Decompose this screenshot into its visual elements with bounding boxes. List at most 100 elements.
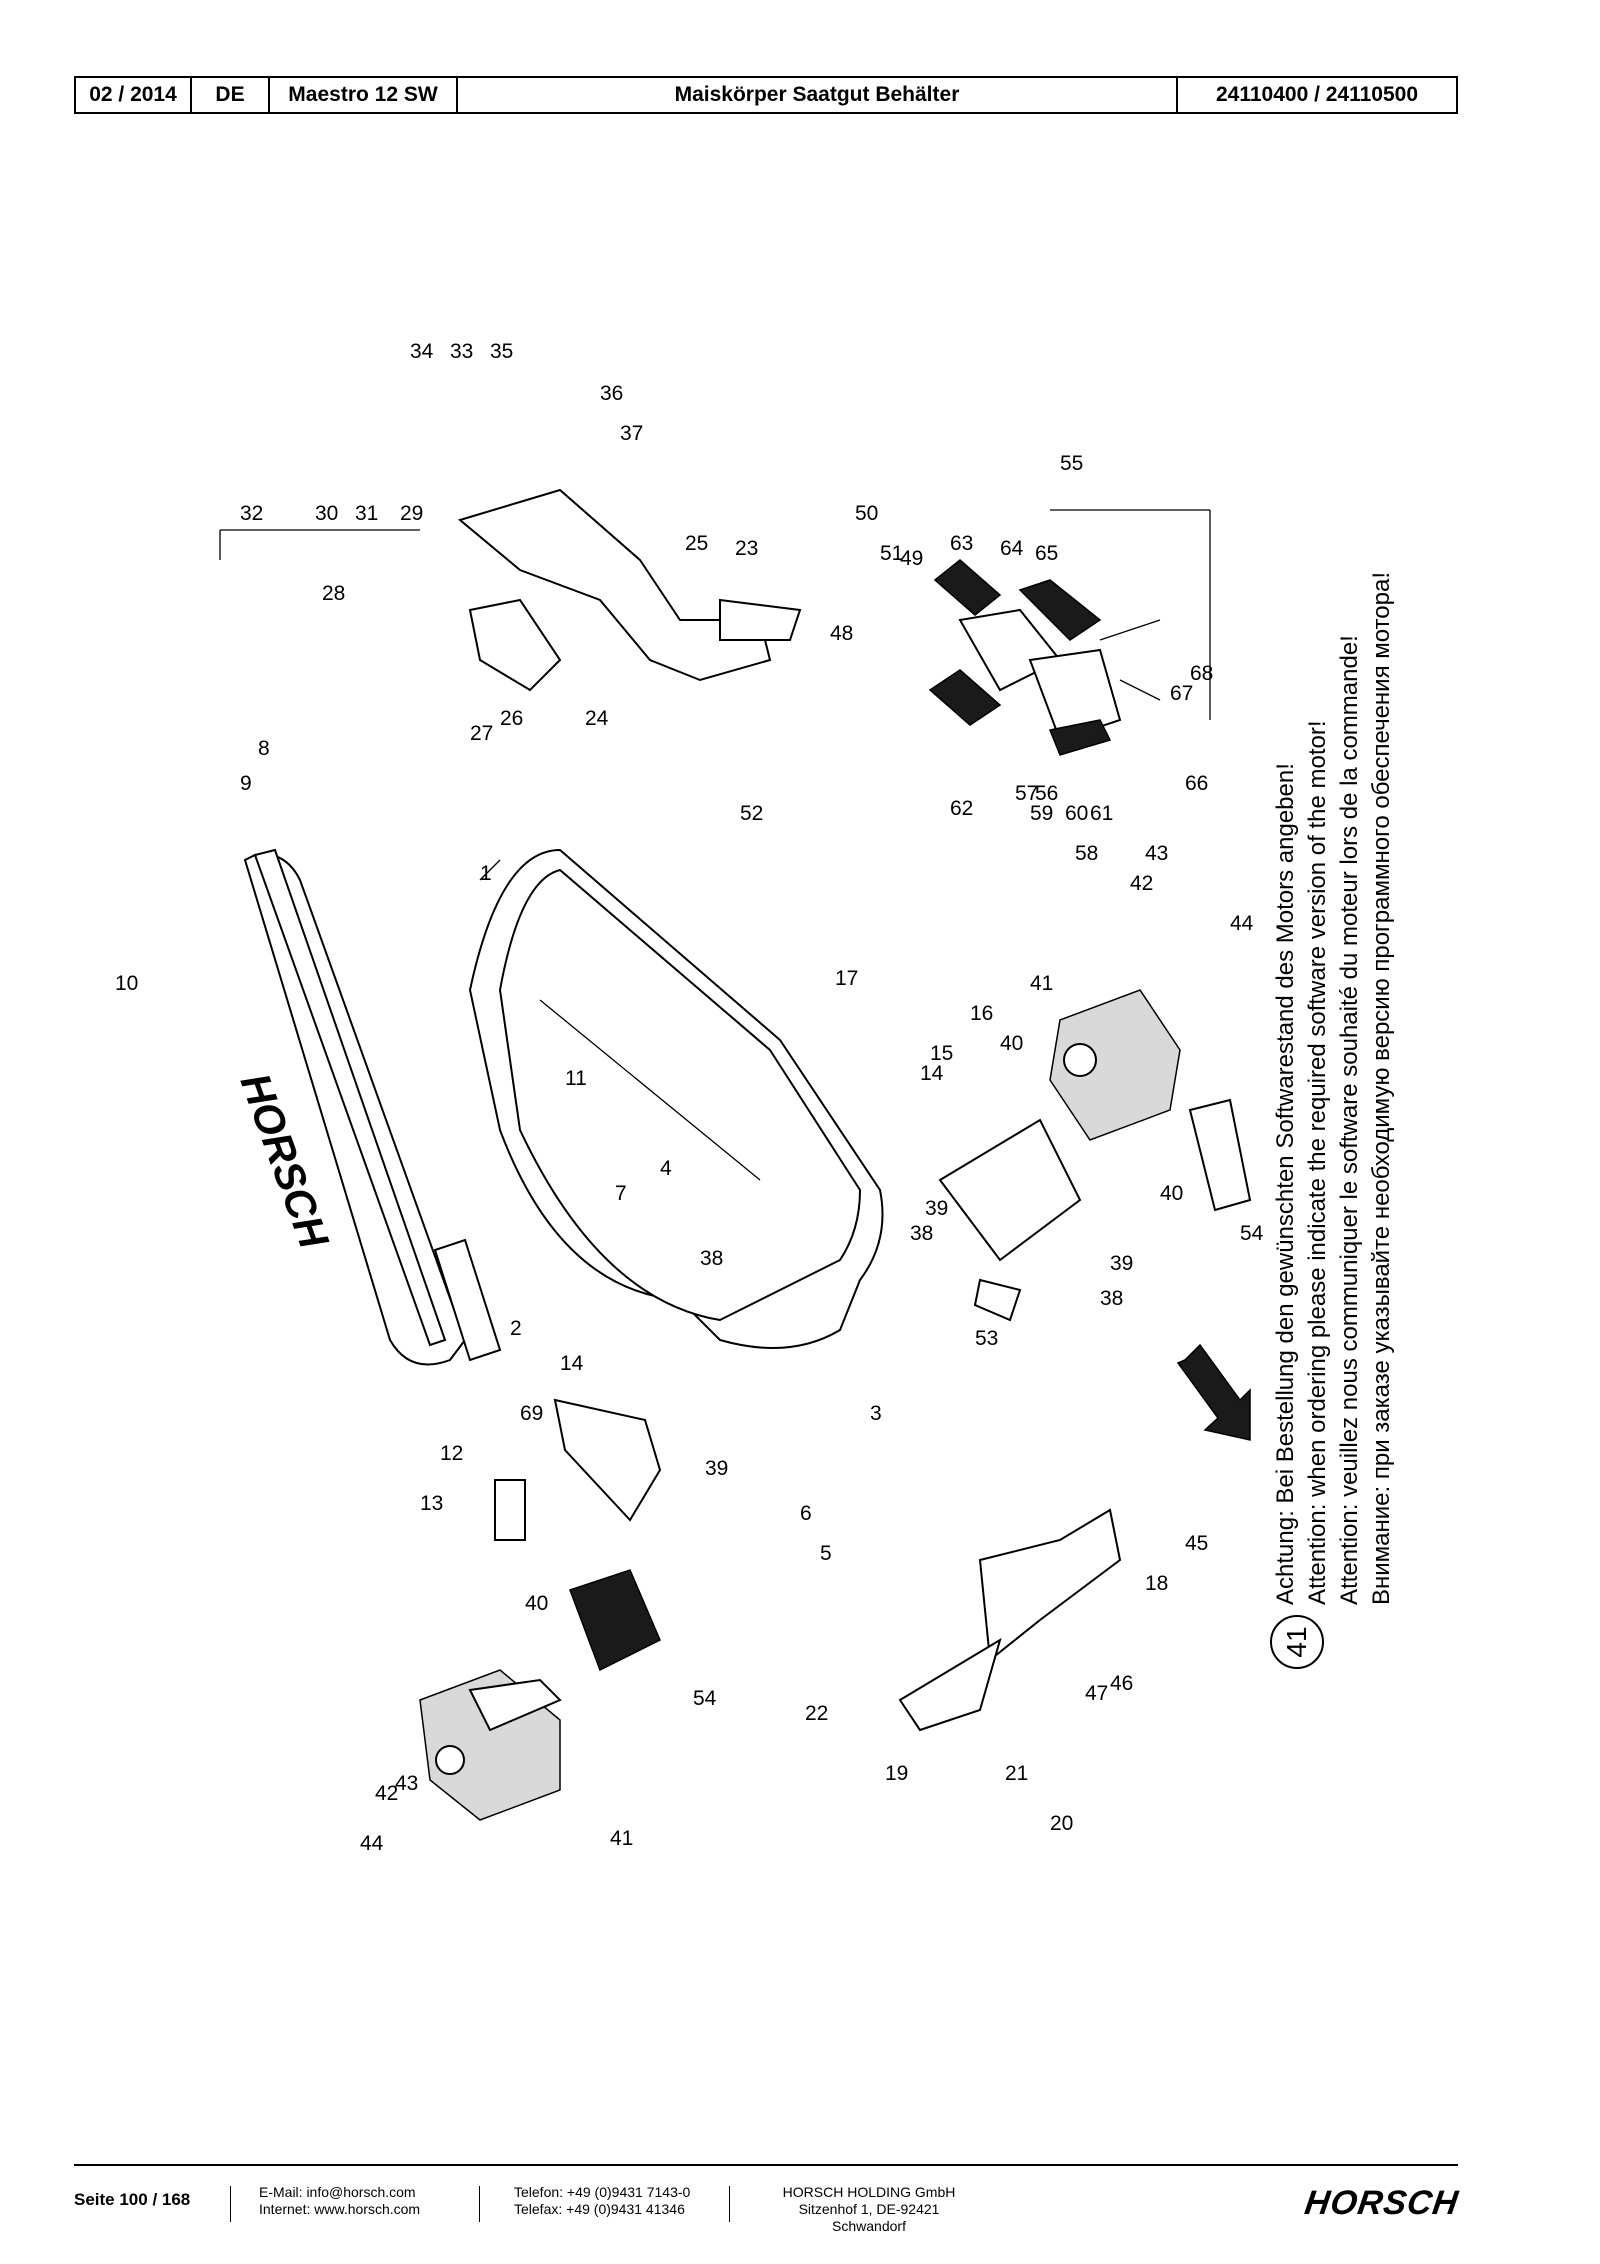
callout: 2 [510,1317,522,1340]
sensor-housing [569,1569,661,1672]
callout: 61 [1090,802,1113,825]
label-plate [494,1479,526,1541]
header-model: Maestro 12 SW [270,78,458,112]
metering-unit [928,559,1161,756]
callout: 52 [740,802,763,825]
footer-address: Sitzenhof 1, DE-92421 Schwandorf [798,2201,940,2234]
callout: 39 [1110,1252,1133,1275]
callout: 27 [470,722,493,745]
callout: 36 [600,382,623,405]
callout: 49 [900,547,923,570]
callout: 16 [970,1002,993,1025]
callout: 69 [520,1402,543,1425]
callout: 13 [420,1492,443,1515]
callout: 35 [490,340,513,363]
callout: 43 [1145,842,1168,865]
footer-company: HORSCH HOLDING GmbH [782,2184,956,2200]
callout: 4 [660,1157,672,1180]
callout: 63 [950,532,973,555]
callout: 11 [565,1067,587,1090]
callout: 24 [585,707,609,730]
motor-left [419,1669,562,1821]
note-german: Achtung: Bei Bestellung den gewünschten … [1272,763,1299,1605]
page-number: Seite 100 / 168 [74,2190,191,2209]
footer-internet: Internet: www.horsch.com [259,2201,421,2217]
callout: 44 [360,1832,384,1855]
callout: 50 [855,502,878,525]
callout: 59 [1030,802,1053,825]
callout: 5 [820,1542,832,1565]
callout: 66 [1185,772,1208,795]
callout: 3 [870,1402,882,1425]
callout: 37 [620,422,643,445]
callout: 14 [920,1062,944,1085]
callout: 18 [1145,1572,1168,1595]
callout: 30 [315,502,338,525]
hopper-bracket-assembly [457,488,802,692]
callout: 40 [1160,1182,1183,1205]
callout: 40 [525,1592,548,1615]
callout: 62 [950,797,973,820]
footer-phone: Telefon: +49 (0)9431 7143-0 [514,2184,691,2200]
callout: 9 [240,772,252,795]
callout: 41 [610,1827,633,1850]
callout: 45 [1185,1532,1208,1555]
callout: 19 [885,1762,908,1785]
callout: 34 [410,340,434,363]
callout: 23 [735,537,758,560]
footer-contact-phone: Telefon: +49 (0)9431 7143-0 Telefax: +49… [514,2184,690,2218]
callout: 42 [1130,872,1153,895]
callout: 7 [615,1182,627,1205]
callout: 29 [400,502,423,525]
note-russian: Внимание: при заказе указывайте необходи… [1368,572,1395,1605]
callout: 67 [1170,682,1193,705]
callout: 54 [693,1687,717,1710]
footer-email: E-Mail: info@horsch.com [259,2184,416,2200]
footer: Seite 100 / 168 E-Mail: info@horsch.com … [74,2180,1461,2234]
note-french: Attention: veuillez nous communiquer le … [1336,635,1363,1605]
cover-53 [1188,1098,1252,1212]
callout: 57 [1015,782,1038,805]
horsch-logo: HORSCH [1302,2184,1461,2222]
footer-company-block: HORSCH HOLDING GmbH Sitzenhof 1, DE-9242… [769,2184,969,2235]
callout: 60 [1065,802,1088,825]
callout: 51 [880,542,903,565]
callout: 40 [1000,1032,1023,1055]
callout: 46 [1110,1672,1133,1695]
footer-contact-web: E-Mail: info@horsch.com Internet: www.ho… [259,2184,420,2218]
note-english: Attention: when ordering please indicate… [1304,720,1331,1605]
header-table: 02 / 2014 DE Maestro 12 SW Maiskörper Sa… [74,76,1458,114]
callout: 38 [910,1222,933,1245]
header-part-numbers: 24110400 / 24110500 [1215,83,1419,106]
header-title: Maiskörper Saatgut Behälter [458,78,1178,112]
callout: 25 [685,532,708,555]
callout: 28 [322,582,345,605]
callout: 39 [705,1457,728,1480]
callout: 54 [1240,1222,1264,1245]
motor-note-badge: 41 [1270,1615,1324,1669]
callout: 39 [925,1197,948,1220]
motor-right [1049,989,1181,1141]
callout: 1 [480,862,492,885]
footer-fax: Telefax: +49 (0)9431 41346 [514,2201,685,2217]
callout: 20 [1050,1812,1073,1835]
callout: 14 [560,1352,584,1375]
callout: 26 [500,707,523,730]
callout: 48 [830,622,853,645]
bracket-assembly-lower [898,1508,1122,1732]
callout: 56 [1035,782,1058,805]
callout: 38 [700,1247,723,1270]
callout: 22 [805,1702,828,1725]
header-language: DE [192,78,270,112]
callout: 41 [1030,972,1053,995]
hopper-body [468,848,884,1349]
callout: 64 [1000,537,1024,560]
callout-numbers: 1 2 3 4 5 6 7 8 9 10 11 12 13 14 14 15 1… [115,340,1264,1855]
footer-divider [479,2186,480,2222]
direction-arrow [1176,1343,1251,1441]
header-date: 02 / 2014 [76,78,192,112]
callout: 33 [450,340,473,363]
motor-software-notes: Achtung: Bei Bestellung den gewünschten … [1270,572,1398,1605]
callout: 47 [1085,1682,1108,1705]
footer-rule [74,2164,1458,2166]
